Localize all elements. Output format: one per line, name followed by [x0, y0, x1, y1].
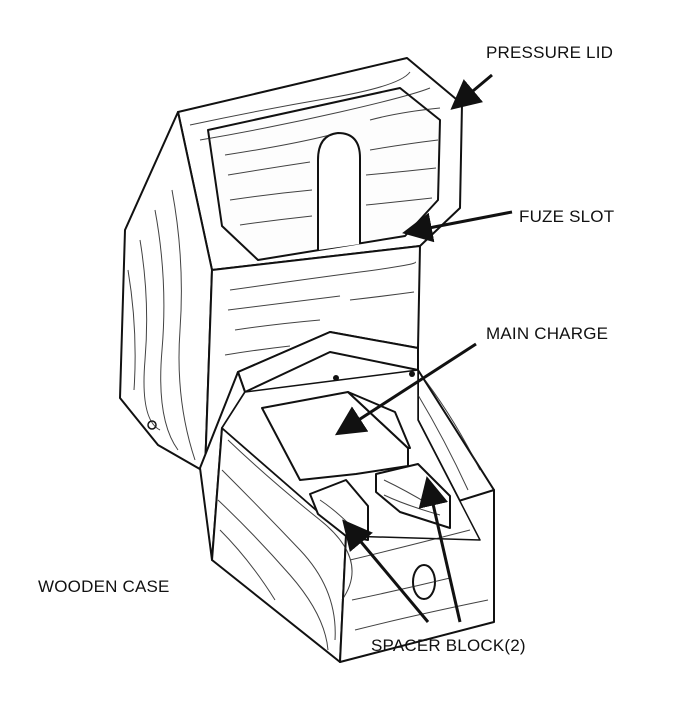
leader-arrows: [334, 73, 513, 623]
label-wooden-case: WOODEN CASE: [38, 577, 170, 596]
label-fuze-slot: FUZE SLOT: [519, 207, 615, 226]
pressure-lid: [119, 57, 463, 473]
label-spacer-block: SPACER BLOCK(2): [371, 636, 526, 655]
nail-1: [147, 420, 157, 430]
arrow-spacer-left: [342, 519, 430, 623]
label-pressure-lid: PRESSURE LID: [486, 43, 614, 62]
nail-2: [333, 375, 339, 381]
arrow-pressure-lid: [450, 73, 493, 110]
arrow-fuze-slot: [402, 210, 513, 243]
arrow-main-charge: [334, 342, 477, 436]
fuze-slot: [317, 132, 361, 250]
nail-3: [409, 371, 415, 377]
arrow-spacer-right: [418, 476, 462, 623]
label-main-charge: MAIN CHARGE: [486, 324, 609, 343]
